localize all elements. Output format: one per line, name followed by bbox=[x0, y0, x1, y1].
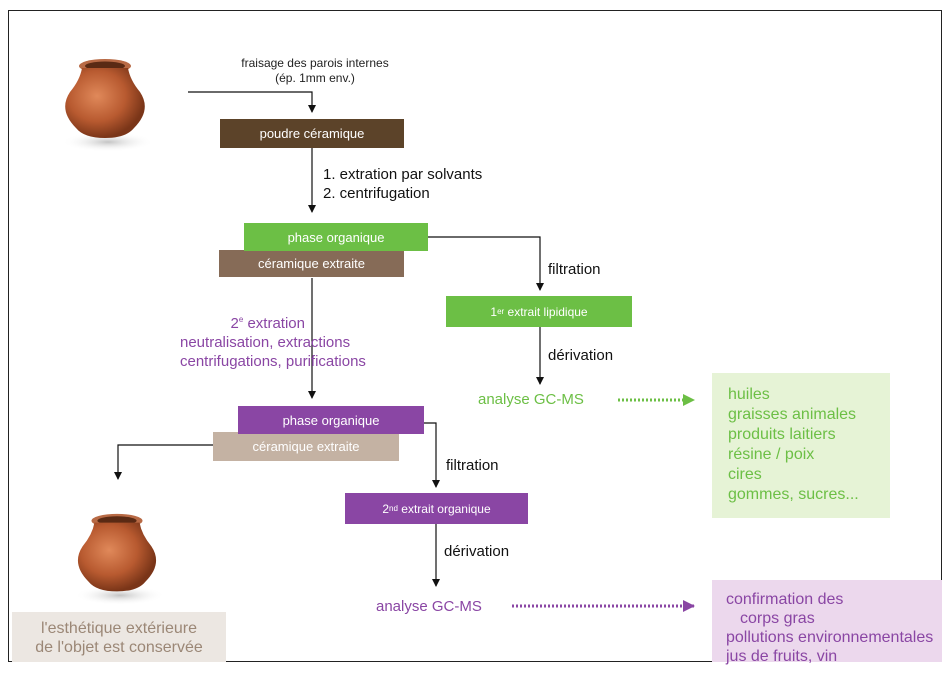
milling-line-2: (ép. 1mm env.) bbox=[275, 71, 355, 85]
extraction-1-line-2: 2. centrifugation bbox=[323, 185, 430, 202]
ceramic-powder-box: poudre céramique bbox=[220, 119, 404, 148]
results-box-1 bbox=[712, 373, 890, 518]
gcms-analysis-2: analyse GC-MS bbox=[376, 598, 482, 615]
organic-phase-box-2: phase organique bbox=[238, 406, 424, 434]
lipid-extract-label: extrait lipidique bbox=[507, 304, 588, 319]
arrow-filtration-2 bbox=[424, 422, 440, 488]
ceramic-pot-preserved-image bbox=[74, 513, 166, 606]
ceramic-pot-image bbox=[62, 59, 154, 152]
extraction-2-number: 2 bbox=[230, 315, 239, 332]
lipid-extract-number: 1 bbox=[490, 304, 498, 319]
filtration-label-1: filtration bbox=[548, 261, 601, 278]
result-item: produits laitiers bbox=[728, 426, 836, 443]
result-item: résine / poix bbox=[728, 446, 815, 463]
derivation-label-2: dérivation bbox=[444, 543, 510, 560]
arrow-milling bbox=[188, 91, 316, 113]
conclusion-text: l'esthétique extérieure de l'objet est c… bbox=[12, 619, 226, 657]
conclusion-box bbox=[12, 612, 226, 662]
conclusion-line-1: l'esthétique extérieure bbox=[40, 620, 198, 637]
filtration-label-2: filtration bbox=[446, 457, 499, 474]
organic-phase-box-1: phase organique bbox=[244, 223, 428, 251]
organic-phase-label-2: phase organique bbox=[282, 412, 380, 428]
results-list-1: huiles graisses animales produits laitie… bbox=[728, 385, 859, 505]
result-item: cires bbox=[728, 466, 762, 483]
result-item: graisses animales bbox=[728, 406, 857, 423]
lipid-extract-sup: er bbox=[497, 307, 505, 316]
result-item: gommes, sucres... bbox=[728, 486, 859, 503]
extraction-1-label: 1. extration par solvants 2. centrifugat… bbox=[323, 165, 482, 203]
arrow-to-pot bbox=[114, 444, 238, 480]
organic-extract-number: 2 bbox=[382, 501, 390, 516]
extraction-1-line-1: 1. extration par solvants bbox=[323, 166, 483, 183]
extraction-2-label: 2e extration neutralisation, extractions… bbox=[180, 310, 366, 371]
conclusion-line-2: de l'objet est conservée bbox=[35, 639, 203, 656]
organic-extract-sup: nd bbox=[389, 504, 398, 513]
milling-line-1: fraisage des parois internes bbox=[241, 56, 389, 70]
extraction-2-sup: e bbox=[238, 315, 244, 324]
organic-extract-label: extrait organique bbox=[401, 501, 491, 516]
arrow-filtration-1 bbox=[428, 236, 544, 291]
organic-phase-label-1: phase organique bbox=[287, 229, 385, 245]
result-item: huiles bbox=[728, 386, 770, 403]
extraction-2-line-3: centrifugations, purifications bbox=[180, 353, 366, 370]
ceramic-powder-label: poudre céramique bbox=[259, 126, 365, 141]
result-item: pollutions environnementales bbox=[726, 629, 934, 646]
result-item: confirmation des bbox=[726, 591, 844, 608]
extraction-2-line-2: neutralisation, extractions bbox=[180, 334, 351, 351]
extracted-ceramic-box-1: céramique extraite bbox=[219, 250, 404, 277]
gcms-analysis-1: analyse GC-MS bbox=[478, 391, 584, 408]
extracted-ceramic-label-2: céramique extraite bbox=[252, 439, 360, 454]
result-item: jus de fruits, vin bbox=[726, 648, 838, 665]
milling-label: fraisage des parois internes (ép. 1mm en… bbox=[230, 56, 400, 86]
result-item: corps gras bbox=[740, 610, 815, 627]
results-list-2: confirmation des corps gras pollutions e… bbox=[726, 590, 933, 666]
extraction-2-line-1: extration bbox=[247, 315, 305, 332]
results-box-2 bbox=[712, 580, 942, 662]
diagram-frame bbox=[8, 10, 942, 662]
extracted-ceramic-label-1: céramique extraite bbox=[258, 256, 365, 271]
extracted-ceramic-box-2: céramique extraite bbox=[213, 432, 399, 461]
derivation-label-1: dérivation bbox=[548, 347, 614, 364]
